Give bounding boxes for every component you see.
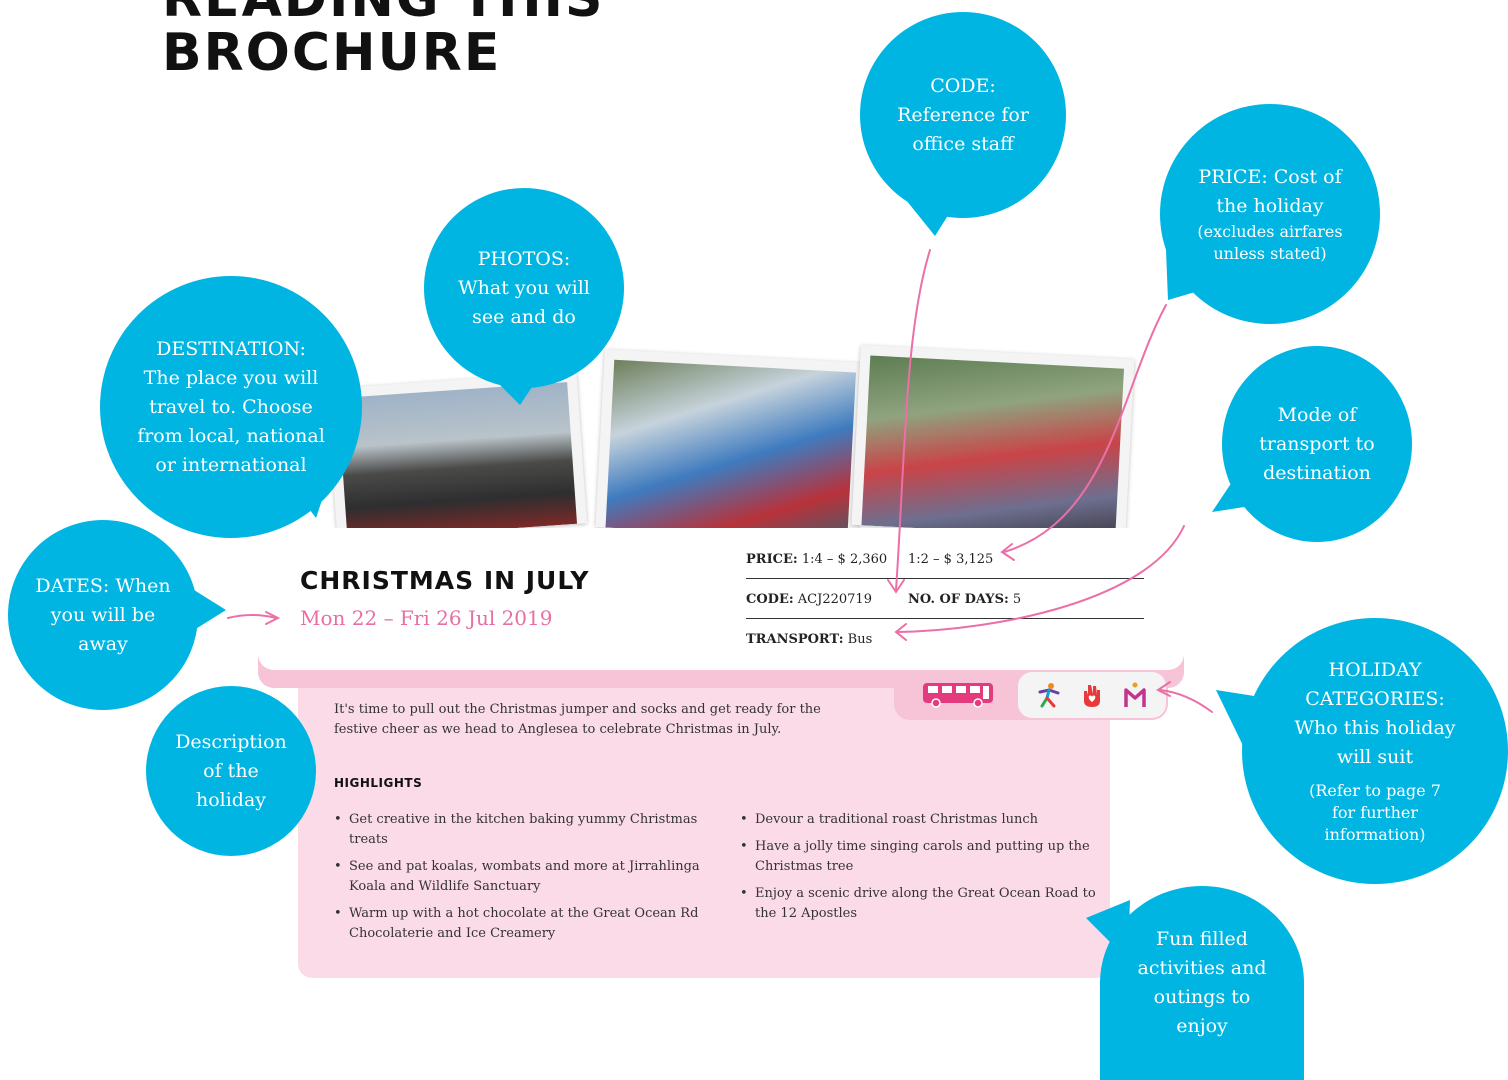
bubble-line: unless stated) — [1213, 244, 1327, 263]
description-bubble: Description of the holiday — [146, 686, 316, 856]
bubble-line: CATEGORIES: — [1305, 688, 1445, 710]
bubble-line: (Refer to page 7 — [1309, 781, 1441, 800]
bubble-line: you will be — [50, 603, 156, 626]
bubble-line: destination — [1263, 461, 1371, 484]
divider — [746, 618, 1144, 619]
bubble-line: for further — [1331, 803, 1418, 822]
activity-figure-icon — [1038, 683, 1060, 708]
bubble-line: Description — [175, 730, 287, 753]
list-item: Get creative in the kitchen baking yummy… — [334, 810, 704, 850]
title-line-2: BROCHURE — [162, 23, 502, 83]
days-cell: NO. OF DAYS: 5 — [908, 592, 1021, 607]
photos-bubble: PHOTOS: What you will see and do — [424, 188, 624, 388]
highlights-list-left: Get creative in the kitchen baking yummy… — [334, 810, 704, 951]
bubble-line: activities and — [1137, 957, 1267, 979]
transport-value: Bus — [847, 632, 873, 647]
list-item: Warm up with a hot chocolate at the Grea… — [334, 904, 704, 944]
category-icons — [1018, 672, 1166, 718]
highlights-title: HIGHLIGHTS — [334, 776, 423, 790]
price-row: PRICE: 1:4 – $ 2,360 1:2 – $ 3,125 — [746, 552, 1144, 567]
bubble-line: holiday — [195, 788, 267, 811]
bubble-line: What you will — [458, 276, 590, 299]
bubble-line: HOLIDAY — [1328, 659, 1422, 681]
bubble-line: information) — [1324, 825, 1426, 844]
bubble-line: will suit — [1336, 746, 1414, 768]
dates-bubble: DATES: When you will be away — [8, 520, 198, 710]
title-line-1: READING THIS — [162, 0, 604, 26]
bubble-line: away — [78, 632, 128, 655]
bubble-line: the holiday — [1216, 195, 1324, 217]
code-bubble: CODE: Reference for office staff — [860, 12, 1066, 218]
page-title: READING THIS BROCHURE — [162, 0, 604, 80]
divider — [746, 578, 1144, 579]
highlights-list-right: Devour a traditional roast Christmas lun… — [740, 810, 1100, 931]
code-label: CODE: — [746, 592, 794, 607]
price-value-1: 1:4 – $ 2,360 — [801, 552, 888, 567]
bubble-line: office staff — [912, 132, 1014, 155]
transport-label: TRANSPORT: — [746, 632, 844, 647]
holiday-description: It's time to pull out the Christmas jump… — [334, 702, 821, 737]
list-item: Enjoy a scenic drive along the Great Oce… — [740, 884, 1100, 924]
bus-icon — [923, 683, 993, 708]
care-hand-icon — [1083, 685, 1100, 707]
bubble-line: DESTINATION: — [156, 337, 306, 360]
bubble-line: DATES: When — [35, 574, 171, 597]
trip-dates: Mon 22 – Fri 26 Jul 2019 — [300, 606, 553, 630]
mobility-person-icon — [1123, 682, 1146, 707]
bubble-line: Mode of — [1277, 403, 1357, 426]
days-label: NO. OF DAYS: — [908, 592, 1009, 607]
price-bubble: PRICE: Cost of the holiday (excludes air… — [1160, 104, 1380, 324]
code-value: ACJ220719 — [797, 592, 872, 607]
bubble-line: from local, national — [137, 424, 325, 447]
code-row: CODE: ACJ220719 NO. OF DAYS: 5 — [746, 592, 1144, 607]
bubble-line: Reference for — [897, 103, 1029, 126]
activities-bubble: Fun filled activities and outings to enj… — [1100, 886, 1304, 1080]
bubble-line: or international — [155, 453, 307, 476]
destination-bubble: DESTINATION: The place you will travel t… — [100, 276, 362, 538]
bubble-line: The place you will — [143, 366, 319, 389]
price-label: PRICE: — [746, 552, 798, 567]
bubble-line: transport to — [1259, 432, 1375, 455]
listing-header-card: CHRISTMAS IN JULY Mon 22 – Fri 26 Jul 20… — [258, 528, 1184, 670]
bubble-line: CODE: — [930, 74, 996, 97]
bubble-line: PRICE: Cost of — [1198, 166, 1342, 188]
list-item: Have a jolly time singing carols and put… — [740, 837, 1100, 877]
price-value-2: 1:2 – $ 3,125 — [908, 552, 994, 567]
bubble-line: PHOTOS: — [477, 247, 571, 270]
transport-row: TRANSPORT: Bus — [746, 632, 1144, 647]
bubble-line: see and do — [472, 305, 576, 328]
list-item: See and pat koalas, wombats and more at … — [334, 857, 704, 897]
bubble-line: outings to — [1153, 986, 1251, 1008]
bubble-line: (excludes airfares — [1197, 222, 1343, 241]
bubble-line: of the — [203, 759, 259, 782]
categories-bubble: HOLIDAY CATEGORIES: Who this holiday wil… — [1242, 618, 1508, 884]
bubble-line: travel to. Choose — [149, 395, 313, 418]
bubble-line: enjoy — [1176, 1015, 1228, 1037]
transport-bubble: Mode of transport to destination — [1222, 346, 1412, 542]
list-item: Devour a traditional roast Christmas lun… — [740, 810, 1100, 830]
bubble-line: Fun filled — [1156, 928, 1248, 950]
bubble-line: Who this holiday — [1294, 717, 1456, 739]
trip-title: CHRISTMAS IN JULY — [300, 566, 590, 595]
days-value: 5 — [1012, 592, 1022, 607]
